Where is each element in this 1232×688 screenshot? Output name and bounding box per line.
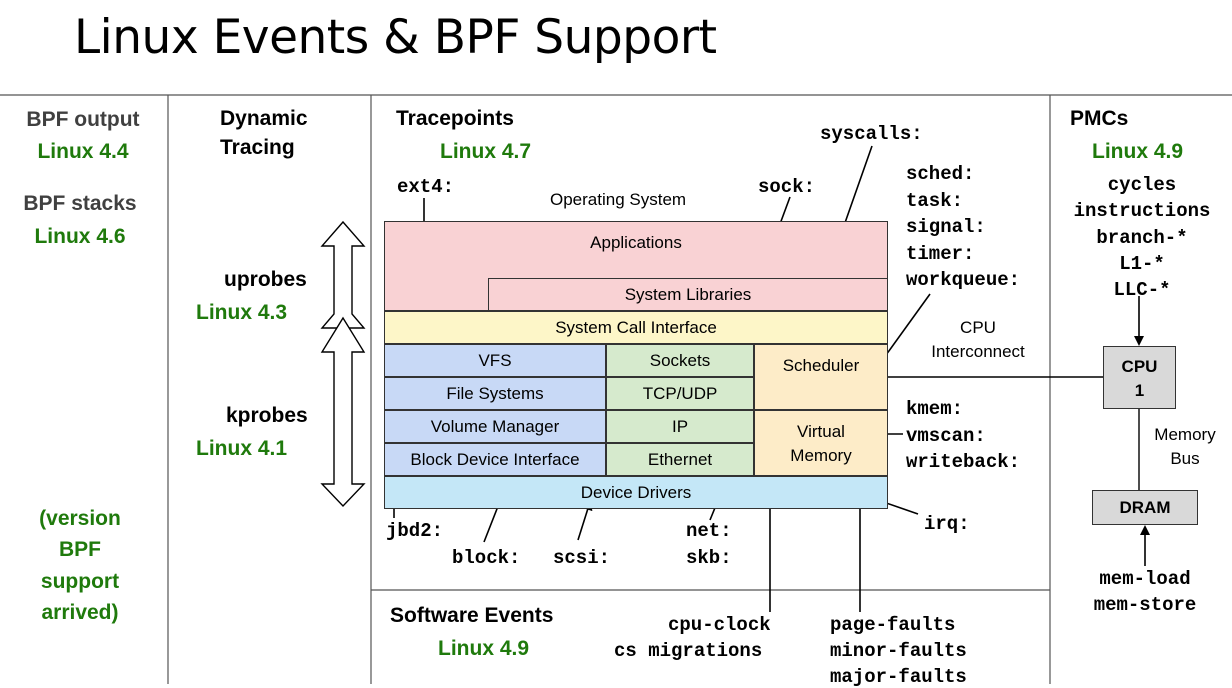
tracepoint-vmscan: vmscan: <box>906 425 986 447</box>
block-device-interface-box <box>384 443 606 476</box>
tracepoint-irq: irq: <box>924 513 970 535</box>
bpf-output-label: BPF output <box>26 108 140 131</box>
vfs-box <box>384 344 606 377</box>
tcp-udp-box <box>606 377 754 410</box>
tracepoint-block: block: <box>452 547 521 569</box>
pmc-cycles: cycles <box>1107 174 1177 196</box>
pmc-branch: branch-* <box>1096 227 1188 249</box>
tracepoint-ext4: ext4: <box>397 176 455 198</box>
sockets-box <box>606 344 754 377</box>
device-drivers-box <box>384 476 888 509</box>
syscall-interface-box <box>384 311 888 344</box>
sockets-label: Sockets <box>649 351 711 370</box>
version-note-line: BPF <box>59 538 101 561</box>
bpf-output-version: Linux 4.4 <box>37 140 129 163</box>
software-events-heading: Software Events <box>390 604 554 627</box>
tracepoint-jbd2: jbd2: <box>386 520 444 542</box>
tracepoints-heading: Tracepoints <box>396 107 514 130</box>
kprobes-label: kprobes <box>226 404 308 427</box>
tracepoint-net: net: <box>686 520 732 542</box>
dynamic-tracing-heading: Tracing <box>220 136 295 159</box>
ip-label: IP <box>671 417 689 436</box>
syscall-interface-label: System Call Interface <box>555 318 717 337</box>
memory-bus-label: Bus <box>1170 449 1200 468</box>
scheduler-box <box>754 344 888 410</box>
uprobes-version: Linux 4.3 <box>196 301 288 324</box>
dynamic-tracing-heading: Dynamic <box>220 107 308 130</box>
ethernet-label: Ethernet <box>647 450 713 469</box>
virtual-memory-box <box>754 410 888 476</box>
software-event-cs-migrations: cs migrations <box>614 640 763 662</box>
vfs-label: VFS <box>478 351 512 370</box>
cpu-box <box>1103 346 1176 409</box>
software-event-cpu-clock: cpu-clock <box>668 614 771 636</box>
applications-label: Applications <box>590 233 682 252</box>
software-events-version: Linux 4.9 <box>438 637 530 660</box>
tracepoint-workqueue: workqueue: <box>906 269 1021 291</box>
pmc-mem-load: mem-load <box>1099 568 1191 590</box>
tracepoints-version: Linux 4.7 <box>440 140 532 163</box>
kprobes-range-arrow <box>320 316 366 508</box>
virtual-memory-label: Memory <box>790 446 852 465</box>
device-drivers-label: Device Drivers <box>580 483 692 502</box>
tracepoint-skb: skb: <box>686 547 732 569</box>
version-note-line: (version <box>39 507 121 530</box>
cpu-box-label: 1 <box>1134 381 1145 400</box>
uprobes-range-arrow <box>320 220 366 329</box>
bpf-stacks-version: Linux 4.6 <box>34 225 126 248</box>
software-event-major-faults: major-faults <box>830 666 967 688</box>
software-event-page-faults: page-faults <box>830 614 956 636</box>
system-libraries-label: System Libraries <box>624 285 752 304</box>
os-label: Operating System <box>550 190 687 209</box>
tracepoint-timer: timer: <box>906 243 975 265</box>
scheduler-label: Scheduler <box>782 356 860 375</box>
virtual-memory-label: Virtual <box>797 422 845 441</box>
system-libraries-box <box>488 278 888 311</box>
memory-bus-label: Memory <box>1154 425 1216 444</box>
cpu-interconnect-label: Interconnect <box>931 342 1025 361</box>
volume-manager-box <box>384 410 606 443</box>
cpu-box-label: CPU <box>1121 357 1158 376</box>
pmc-instructions: instructions <box>1073 200 1211 222</box>
pmc-l1: L1-* <box>1119 253 1165 275</box>
pmc-mem-store: mem-store <box>1093 594 1197 616</box>
file-systems-label: File Systems <box>446 384 544 403</box>
volume-manager-label: Volume Manager <box>430 417 560 436</box>
tracepoint-scsi: scsi: <box>553 547 611 569</box>
dram-box <box>1092 490 1198 525</box>
uprobes-label: uprobes <box>224 268 307 291</box>
kprobes-version: Linux 4.1 <box>196 437 288 460</box>
tracepoint-syscalls: syscalls: <box>820 123 923 145</box>
version-note-line: arrived) <box>41 601 119 624</box>
tracepoint-kmem: kmem: <box>906 398 964 420</box>
version-note-line: support <box>40 570 120 593</box>
cpu-interconnect-label: CPU <box>960 318 996 337</box>
tracepoint-sock: sock: <box>758 176 816 198</box>
tracepoint-sched: sched: <box>906 163 975 185</box>
dram-label: DRAM <box>1119 498 1171 517</box>
ethernet-box <box>606 443 754 476</box>
block-device-interface-label: Block Device Interface <box>410 450 580 469</box>
tracepoint-writeback: writeback: <box>906 451 1021 473</box>
tracepoint-task: task: <box>906 190 964 212</box>
bpf-stacks-label: BPF stacks <box>23 192 137 215</box>
page-title: Linux Events & BPF Support <box>74 10 717 65</box>
file-systems-box <box>384 377 606 410</box>
tcp-udp-label: TCP/UDP <box>642 384 718 403</box>
tracepoint-signal: signal: <box>906 216 986 238</box>
ip-box <box>606 410 754 443</box>
pmcs-version: Linux 4.9 <box>1092 140 1184 163</box>
software-event-minor-faults: minor-faults <box>830 640 967 662</box>
pmc-llc: LLC-* <box>1113 279 1171 301</box>
pmcs-heading: PMCs <box>1070 107 1129 130</box>
